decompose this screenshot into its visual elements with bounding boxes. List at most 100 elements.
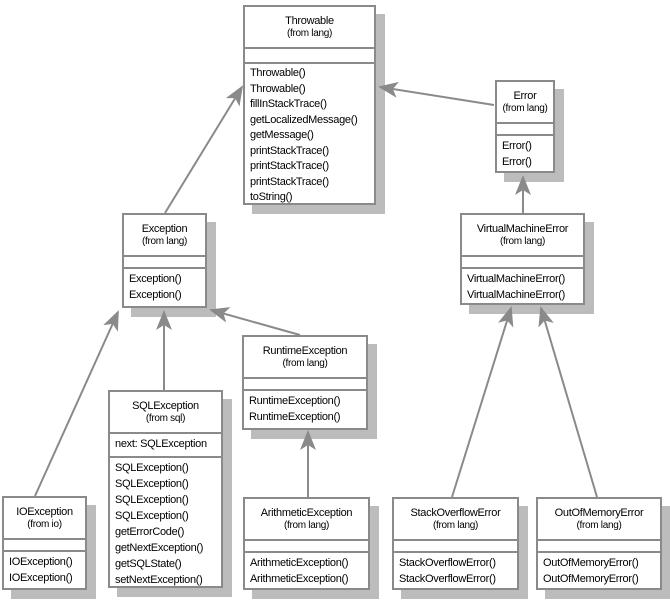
class-package: (from lang) (432, 520, 479, 531)
method-label: IOException() (9, 572, 73, 584)
class-name: SQLException (132, 400, 199, 412)
attributes-compartment (124, 255, 205, 267)
method-label: StackOverflowError() (399, 573, 496, 585)
method-label: OutOfMemoryError() (543, 557, 639, 569)
methods-compartment: RuntimeException() RuntimeException() (244, 389, 366, 428)
method-label: Throwable() (250, 67, 306, 79)
method-label: setNextException() (115, 574, 203, 586)
attributes-compartment (497, 122, 553, 134)
methods-compartment: StackOverflowError() StackOverflowError() (394, 551, 517, 588)
methods-compartment: Error()Error() (497, 134, 553, 171)
method-label: SQLException() (115, 478, 189, 490)
class-exception: Exception (from lang) Exception()Excepti… (122, 213, 207, 308)
method-label: VirtualMachineError() (467, 289, 566, 301)
attributes-compartment (538, 539, 660, 551)
method-label: StackOverflowError() (399, 557, 496, 569)
class-name: StackOverflowError (410, 507, 501, 519)
attributes-compartment (245, 47, 374, 62)
class-package: (from lang) (502, 103, 548, 114)
inheritance-arrow-exception-to-throwable (164, 85, 244, 214)
class-title: IOException (from io) (4, 498, 85, 538)
method-label: getErrorCode() (115, 526, 185, 538)
class-name: RuntimeException (262, 345, 348, 357)
method-label: ArithmeticException() (250, 573, 349, 585)
method-label: RuntimeException() (249, 411, 341, 423)
methods-compartment: VirtualMachineError() VirtualMachineError… (462, 267, 583, 303)
inheritance-arrow-ioexception-to-exception (34, 310, 119, 497)
class-package: (from lang) (499, 236, 546, 247)
method-label: getNextException() (115, 542, 204, 554)
method-label: getMessage() (250, 129, 314, 141)
class-package: (from lang) (283, 520, 330, 531)
attributes-compartment (4, 538, 85, 550)
method-label: Throwable() (250, 82, 306, 95)
method-label: printStackTrace() (250, 160, 329, 172)
attributes-compartment (245, 539, 368, 551)
class-package: (from io) (27, 519, 62, 530)
method-label: Error() (502, 156, 532, 168)
attributes-compartment: next: SQLException (110, 432, 221, 456)
class-package: (from lang) (141, 236, 188, 247)
class-title: ArithmeticException (from lang) (245, 499, 368, 539)
class-error: Error (from lang) Error()Error() (495, 80, 555, 173)
inheritance-arrow-error-to-throwable (378, 81, 495, 106)
methods-compartment: OutOfMemoryError() OutOfMemoryError() (538, 551, 660, 588)
class-title: RuntimeException (from lang) (244, 337, 366, 377)
class-stackoverflowerror: StackOverflowError (from lang) StackOver… (392, 497, 519, 590)
method-label: getLocalizedMessage() (250, 113, 358, 126)
method-label: SQLException() (115, 494, 189, 506)
class-name: IOException (16, 506, 73, 518)
method-label: Exception() (129, 289, 182, 301)
class-title: Error (from lang) (497, 82, 553, 122)
method-label: printStackTrace() (250, 144, 329, 157)
methods-compartment: IOException() IOException() (4, 550, 85, 588)
class-package: (from sql) (145, 413, 186, 424)
class-throwable: Throwable (from lang) Throwable()Throwab… (243, 5, 376, 205)
class-name: Exception (141, 223, 188, 235)
method-label: SQLException() (115, 510, 189, 522)
attributes-compartment (244, 377, 366, 389)
class-outofmemoryerror: OutOfMemoryError (from lang) OutOfMemory… (536, 497, 662, 590)
method-label: ArithmeticException() (250, 557, 349, 569)
method-label: printStackTrace() (250, 175, 329, 188)
class-package: (from lang) (576, 520, 622, 531)
methods-compartment: Exception() Exception() (124, 267, 205, 306)
class-name: OutOfMemoryError (554, 507, 644, 519)
method-label: fillInStackTrace() (250, 98, 327, 110)
method-label: getSQLState() (115, 558, 182, 570)
class-title: VirtualMachineError (from lang) (462, 215, 583, 255)
class-name: VirtualMachineError (476, 223, 569, 235)
method-label: VirtualMachineError() (467, 273, 566, 285)
class-title: Throwable (from lang) (245, 7, 374, 47)
class-title: SQLException (from sql) (110, 392, 221, 432)
inheritance-arrow-runtimeexception-to-exception (209, 307, 301, 336)
attributes-compartment (394, 539, 517, 551)
inheritance-arrow-stackoverflowerror-to-virtualmachineerror (451, 306, 514, 498)
class-title: OutOfMemoryError (from lang) (538, 499, 660, 539)
class-arithmeticexception: ArithmeticException (from lang) Arithmet… (243, 497, 370, 590)
class-title: Exception (from lang) (124, 215, 205, 255)
method-label: IOException() (9, 556, 73, 568)
class-package: (from lang) (286, 28, 333, 39)
class-package: (from lang) (282, 358, 328, 369)
class-runtimeexception: RuntimeException (from lang) RuntimeExce… (242, 335, 368, 430)
inheritance-arrow-outofmemoryerror-to-virtualmachineerror (538, 306, 598, 498)
method-label: toString() (250, 191, 293, 203)
method-label: RuntimeException() (249, 395, 341, 407)
class-name: ArithmeticException (260, 507, 353, 519)
methods-compartment: ArithmeticException() ArithmeticException… (245, 551, 368, 588)
class-name: Throwable (285, 15, 334, 27)
method-label: Exception() (129, 273, 182, 285)
attributes-compartment (462, 255, 583, 267)
class-virtualmachineerror: VirtualMachineError (from lang) VirtualM… (460, 213, 585, 305)
class-sqlexception: SQLException (from sql) next: SQLExcepti… (108, 390, 223, 588)
methods-compartment: SQLException() SQLException() SQLException… (110, 456, 221, 586)
methods-compartment: Throwable() Throwable() fillInStackTrace()… (245, 62, 374, 203)
method-label: SQLException() (115, 462, 189, 474)
class-ioexception: IOException (from io) IOException()IOExc… (2, 496, 87, 590)
class-name: Error (513, 90, 537, 102)
method-label: OutOfMemoryError() (543, 573, 639, 585)
class-title: StackOverflowError (from lang) (394, 499, 517, 539)
attribute-label: next: SQLException (115, 438, 207, 450)
